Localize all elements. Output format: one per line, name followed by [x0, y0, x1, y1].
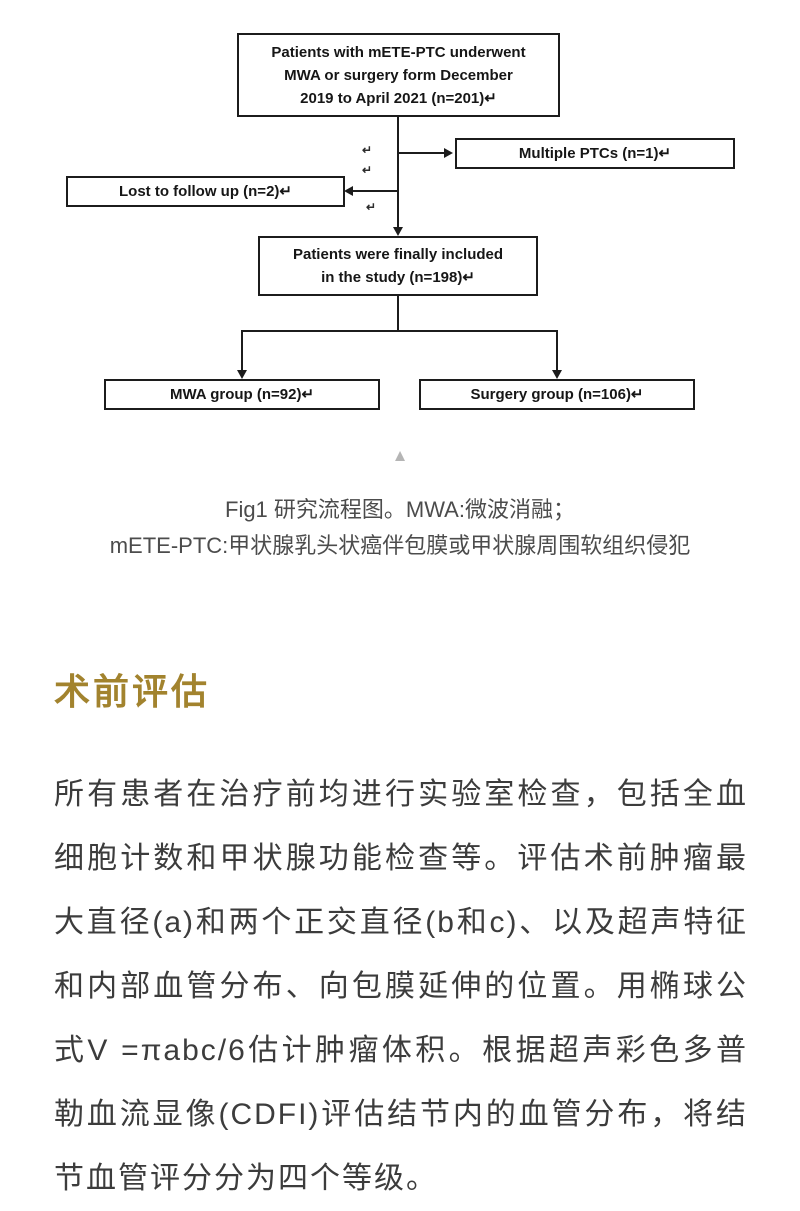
arrow-down-icon	[393, 227, 403, 236]
arrow-down-icon	[552, 370, 562, 379]
flow-connector-horizontal	[399, 152, 444, 154]
flow-box-finally-included: Patients were finally included in the st…	[258, 236, 538, 296]
flow-box-text-line: Lost to follow up (n=2)↵	[119, 183, 292, 200]
flow-box-text-line: Surgery group (n=106)↵	[470, 386, 644, 403]
arrow-left-icon	[344, 186, 353, 196]
flow-box-lost-follow-up: Lost to follow up (n=2)↵	[66, 176, 345, 207]
flow-box-mwa-group: MWA group (n=92)↵	[104, 379, 380, 410]
flow-box-text-line: Patients were finally included	[292, 246, 504, 263]
flow-box-multiple-ptcs: Multiple PTCs (n=1)↵	[455, 138, 735, 169]
flow-box-text-line: MWA or surgery form December	[284, 66, 513, 84]
flow-box-patients-underwent: Patients with mETE-PTC underwent MWA or …	[237, 33, 560, 117]
flow-connector-horizontal	[353, 190, 398, 192]
flow-box-text-line: Patients with mETE-PTC underwent	[271, 43, 526, 61]
arrow-right-icon	[444, 148, 453, 158]
return-mark-icon: ↵	[362, 163, 373, 177]
figure-caption: Fig1 研究流程图。MWA:微波消融； mETE-PTC:甲状腺乳头状癌伴包膜…	[0, 492, 800, 564]
return-mark-icon: ↵	[362, 143, 373, 157]
flow-box-text-line: 2019 to April 2021 (n=201)↵	[300, 89, 497, 107]
flow-connector-vertical	[556, 330, 558, 371]
figure-caption-line: mETE-PTC:甲状腺乳头状癌伴包膜或甲状腺周围软组织侵犯	[109, 533, 691, 558]
figure-flowchart: Patients with mETE-PTC underwent MWA or …	[0, 0, 800, 470]
flow-connector-horizontal	[241, 330, 558, 332]
flow-box-text-line: Multiple PTCs (n=1)↵	[518, 145, 672, 162]
triangle-marker-icon: ▲	[391, 446, 409, 465]
figure-caption-line: Fig1 研究流程图。MWA:微波消融；	[225, 497, 575, 522]
flow-connector-vertical	[241, 330, 243, 371]
flow-connector-vertical	[397, 296, 399, 332]
arrow-down-icon	[237, 370, 247, 379]
flow-connector-vertical	[397, 115, 399, 227]
flow-box-text-line: in the study (n=198)↵	[321, 269, 475, 286]
flow-box-text-line: MWA group (n=92)↵	[169, 386, 315, 403]
body-paragraph: 所有患者在治疗前均进行实验室检查，包括全血细胞计数和甲状腺功能检查等。评估术前肿…	[54, 778, 748, 1195]
return-mark-icon: ↵	[366, 200, 377, 214]
flow-box-surgery-group: Surgery group (n=106)↵	[419, 379, 695, 410]
section-heading: 术前评估	[54, 671, 211, 712]
